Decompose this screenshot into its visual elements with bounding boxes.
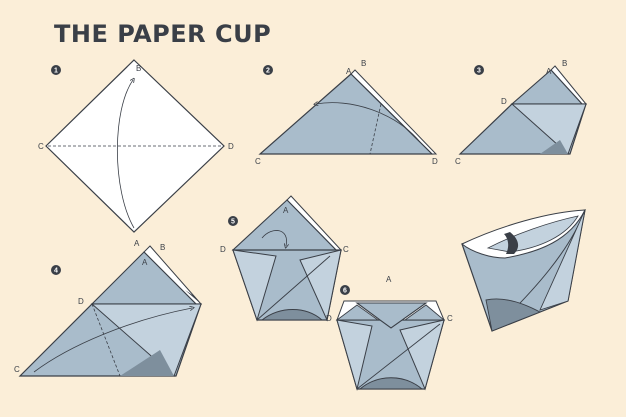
step-2-fold-arrow	[316, 103, 421, 143]
step-6-number-badge: 6	[340, 285, 350, 295]
step-6: 6 A C D	[326, 275, 453, 391]
step-6-right-fold	[399, 319, 445, 391]
svg-text:3: 3	[477, 68, 481, 75]
step-1-label-c: C	[38, 142, 44, 151]
step-1-label-b: B	[136, 64, 141, 73]
step-6-rim-left	[335, 304, 380, 321]
step-4-crease	[91, 303, 121, 377]
step-5-number-badge: 5	[228, 216, 238, 226]
step-4-number-badge: 4	[51, 265, 61, 275]
step-3-label-c: C	[455, 157, 461, 166]
svg-text:4: 4	[54, 268, 58, 275]
step-3-label-a: A	[546, 67, 552, 76]
step-1: 1 B C D	[38, 59, 234, 233]
step-1-label-d: D	[228, 142, 234, 151]
step-1-fold-arrow	[117, 80, 134, 229]
step-2-triangle	[258, 73, 434, 155]
step-5: 5 A C D	[220, 195, 349, 322]
step-5-label-d: D	[220, 245, 226, 254]
svg-text:1: 1	[54, 68, 58, 75]
step-3-label-d: D	[501, 97, 507, 106]
step-1-number-badge: 1	[51, 65, 61, 75]
page-title: THE PAPER CUP	[54, 20, 272, 48]
step-6-rim-right	[403, 304, 446, 321]
step-5-fold-arrow	[261, 230, 287, 246]
step-6-left-fold	[336, 319, 373, 391]
step-4-label-c: C	[14, 365, 20, 374]
step-3-folded-corner	[510, 103, 587, 155]
svg-text:6: 6	[343, 288, 347, 295]
step-4-label-a: A	[142, 258, 148, 267]
step-2: 2 A B C D	[255, 59, 438, 166]
finished-paper-cup	[461, 209, 586, 332]
step-4: 4 A B A C D	[14, 239, 203, 377]
step-2-crease	[369, 103, 382, 155]
finished-cup-inner-shadow	[504, 232, 519, 254]
step-3-shadow	[540, 140, 568, 154]
step-5-bottom-shadow	[260, 309, 324, 321]
step-2-label-a: A	[346, 67, 352, 76]
step-5-right-fold	[299, 249, 342, 322]
step-4-label-d: D	[78, 297, 84, 306]
step-6-label-c: C	[447, 314, 453, 323]
step-5-label-c: C	[343, 245, 349, 254]
step-4-fold-arrow	[33, 308, 192, 373]
step-2-label-d: D	[432, 157, 438, 166]
step-4-shadow	[120, 350, 174, 376]
step-6-tucked-flap	[355, 302, 428, 329]
step-4-inner-shadow	[185, 290, 201, 304]
svg-text:5: 5	[231, 219, 235, 226]
step-4-label-a-top: A	[134, 239, 140, 248]
step-4-folded-corner	[90, 303, 202, 377]
step-4-label-b: B	[160, 243, 165, 252]
svg-text:2: 2	[266, 68, 270, 75]
finished-cup-right-facet	[539, 209, 586, 311]
step-6-bottom-shadow	[358, 377, 424, 390]
step-2-label-c: C	[255, 157, 261, 166]
finished-cup-bottom-shadow	[485, 298, 542, 332]
step-3-label-b: B	[562, 59, 567, 68]
step-5-left-fold	[232, 249, 277, 322]
step-6-label-d: D	[326, 314, 332, 323]
step-5-label-a: A	[283, 206, 289, 215]
step-3-number-badge: 3	[474, 65, 484, 75]
step-6-label-a: A	[386, 275, 392, 284]
step-3: 3 A B C D	[455, 59, 588, 166]
step-2-label-b: B	[361, 59, 366, 68]
step-2-number-badge: 2	[263, 65, 273, 75]
